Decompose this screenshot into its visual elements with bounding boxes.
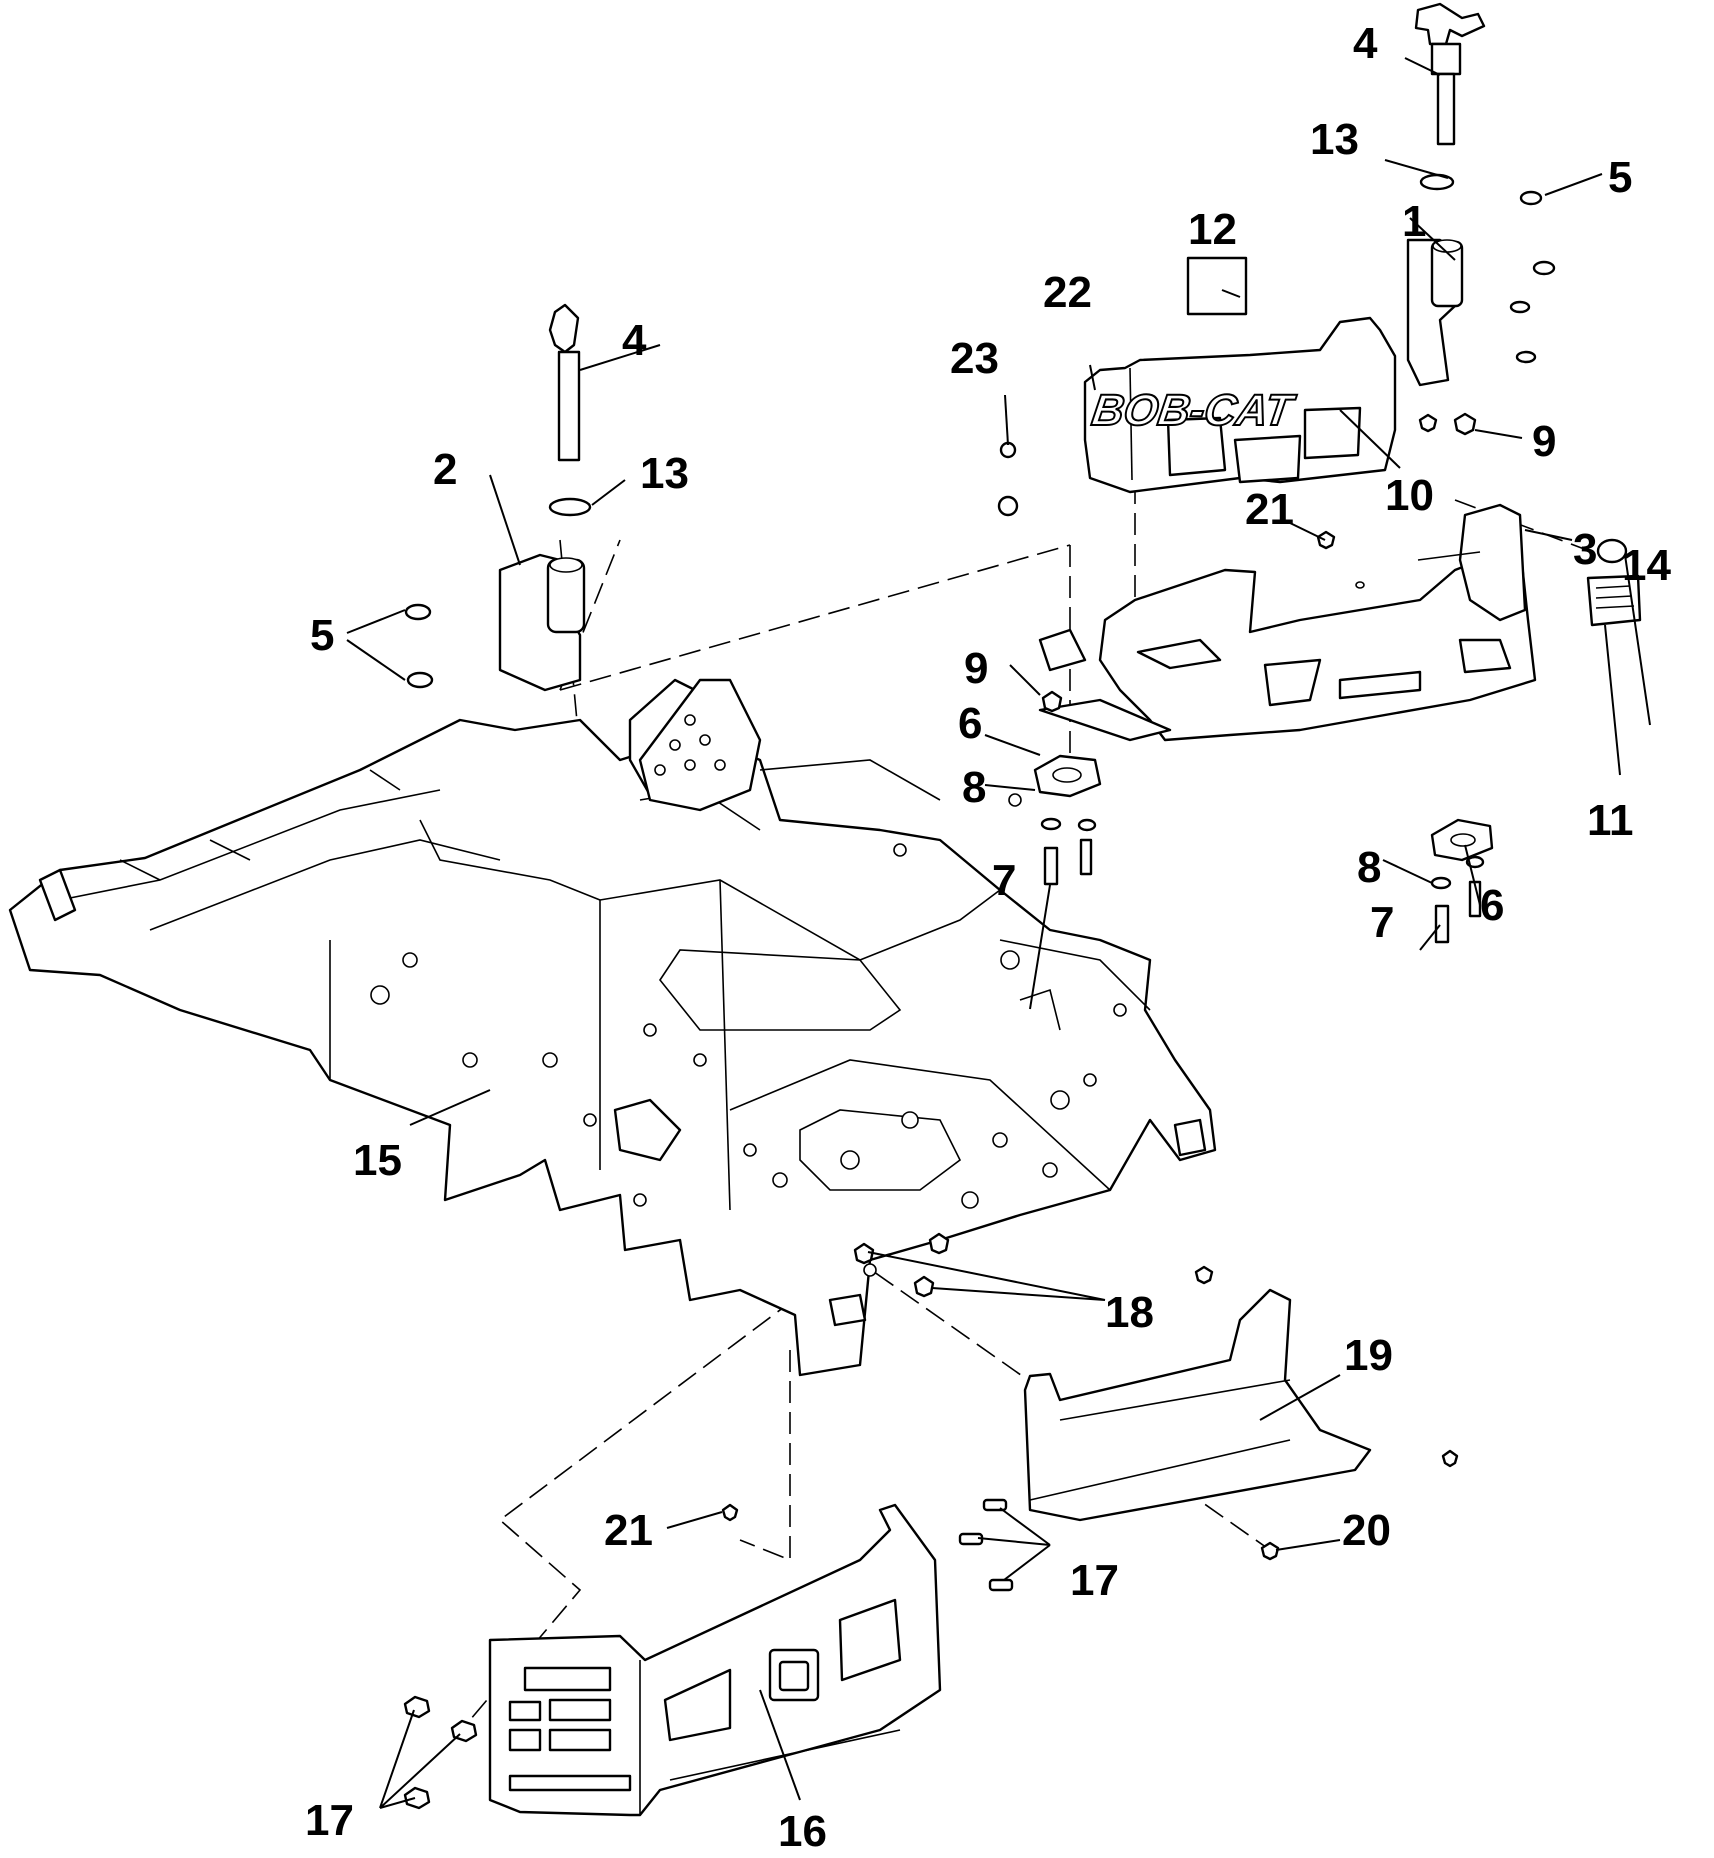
part-18-fasteners (853, 1232, 1214, 1298)
part-4-pin-right (1414, 2, 1486, 146)
part-17-bolts-right (958, 1498, 1014, 1592)
part-3-console-bracket (1038, 503, 1537, 742)
callout-20: 20 (1342, 1506, 1391, 1555)
callout-7-right: 7 (1370, 898, 1394, 947)
part-12-decal (1186, 256, 1248, 316)
callout-16: 16 (778, 1807, 827, 1856)
part-21-nut-lower (721, 1503, 739, 1522)
part-21-nut-upper (1316, 530, 1336, 550)
callout-5-left: 5 (310, 611, 334, 660)
part-13-washer-left (548, 497, 592, 517)
callout-23: 23 (950, 334, 999, 383)
callout-22: 22 (1043, 268, 1092, 317)
callout-10: 10 (1385, 471, 1434, 520)
seat-plate-perforated (638, 678, 762, 812)
logo-text: BOB-CAT (1089, 386, 1299, 435)
callout-2: 2 (433, 445, 457, 494)
part-8-7-fasteners (1040, 817, 1485, 944)
part-16-front-shield (488, 1503, 942, 1817)
callout-8-right: 8 (1357, 843, 1381, 892)
callout-11: 11 (1587, 796, 1634, 845)
callout-5-right: 5 (1608, 153, 1632, 202)
part-22-front-hood-panel: BOB-CAT (1083, 316, 1397, 494)
part-4-pin-left (548, 303, 581, 462)
part-6-plate-left (1033, 754, 1102, 798)
nut-loose (1441, 1449, 1459, 1468)
part-1-hinge-bracket (1406, 238, 1464, 387)
callout-14: 14 (1622, 541, 1671, 590)
part-9-nut-left (1041, 690, 1063, 713)
callout-17-left: 17 (305, 1796, 354, 1845)
callout-9-left: 9 (964, 644, 988, 693)
callout-7-left: 7 (992, 856, 1016, 905)
callout-19: 19 (1344, 1331, 1393, 1380)
screws-right-group (1418, 190, 1556, 436)
callout-4-right: 4 (1353, 19, 1378, 68)
callout-9-right: 9 (1532, 417, 1556, 466)
callout-15: 15 (353, 1136, 402, 1185)
part-19-side-shield (1023, 1288, 1372, 1522)
part-6-plate-right (1430, 818, 1494, 862)
part-23-knob-2 (997, 495, 1019, 517)
callout-17-right: 17 (1070, 1556, 1119, 1605)
part-11-decal (1586, 574, 1642, 627)
callout-21-upper: 21 (1245, 485, 1294, 534)
callout-4-left: 4 (622, 316, 647, 365)
part-2-hinge-bracket-left (498, 553, 586, 692)
callout-12: 12 (1188, 205, 1237, 254)
callout-21-lower: 21 (604, 1506, 653, 1555)
callout-6-right: 6 (1480, 881, 1504, 930)
callout-6-left: 6 (958, 699, 982, 748)
leader-lines (346, 57, 1651, 1809)
callout-labels: 1 2 3 4 4 5 5 6 6 7 7 8 8 9 9 10 11 12 1… (305, 19, 1671, 1856)
part-15-main-frame (8, 678, 1217, 1377)
callout-18: 18 (1105, 1288, 1154, 1337)
part-5-screws-left (404, 603, 434, 689)
callout-8-left: 8 (962, 763, 986, 812)
part-23-knob (999, 441, 1017, 459)
callout-3: 3 (1573, 525, 1597, 574)
callout-1: 1 (1402, 197, 1426, 246)
frame-holes (370, 793, 1127, 1277)
callout-13-left: 13 (640, 449, 689, 498)
callout-13-right: 13 (1310, 115, 1359, 164)
part-14-knob (1596, 538, 1628, 564)
part-20-bolt (1260, 1541, 1280, 1561)
